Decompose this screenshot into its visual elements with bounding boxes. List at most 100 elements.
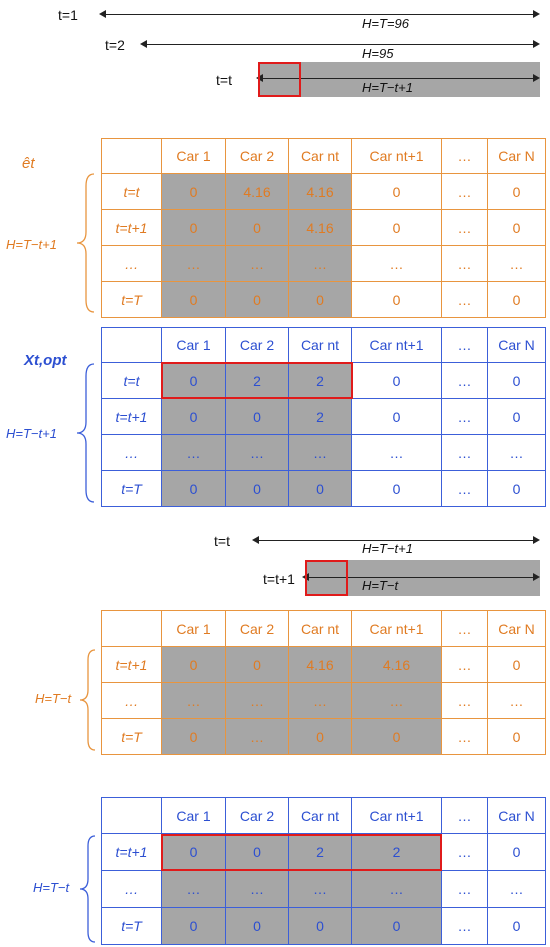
row-label: …	[101, 870, 162, 908]
table-cell: …	[441, 434, 488, 471]
table-cell: …	[288, 434, 352, 471]
brace-icon	[79, 835, 96, 943]
column-header: …	[441, 138, 488, 174]
table-cell: 0	[161, 646, 226, 683]
brace-icon	[76, 363, 95, 503]
table-cell: 0	[225, 398, 289, 435]
table-cell: 2	[225, 362, 289, 399]
table-cell: …	[441, 833, 488, 871]
table-cell: 0	[487, 398, 546, 435]
row-label: t=t+1	[101, 833, 162, 871]
table-cell: …	[288, 682, 352, 719]
row-label: t=T	[101, 281, 162, 318]
table-cell: 0	[351, 718, 442, 755]
table-cell: …	[225, 434, 289, 471]
row-label: …	[101, 434, 162, 471]
row-label: t=T	[101, 907, 162, 945]
table-cell: 2	[288, 362, 352, 399]
table-cell: 0	[288, 907, 352, 945]
table-cell: 0	[288, 718, 352, 755]
column-header: Car 2	[225, 797, 289, 834]
column-header	[101, 327, 162, 363]
table-cell: 0	[225, 470, 289, 507]
horizon-label: H=T−t	[362, 578, 399, 593]
column-header: Car 2	[225, 610, 289, 647]
horizon-band	[258, 62, 540, 97]
table-cell: …	[441, 398, 488, 435]
row-label: t=t	[101, 173, 162, 210]
arrow-left-icon	[99, 10, 106, 18]
column-header	[101, 797, 162, 834]
row-label: t=t	[101, 362, 162, 399]
column-header: Car nt	[288, 610, 352, 647]
table-cell: …	[288, 245, 352, 282]
table-cell: …	[487, 245, 546, 282]
e-symbol-label: êt	[22, 155, 35, 172]
timeline-t-label: t=t	[216, 72, 232, 88]
table-cell: …	[161, 434, 226, 471]
timeline-line	[307, 577, 536, 578]
column-header: …	[441, 327, 488, 363]
timeline-t-label: t=t+1	[263, 571, 295, 587]
table-cell: …	[225, 870, 289, 908]
table-cell: …	[441, 245, 488, 282]
table-cell: …	[351, 870, 442, 908]
table-cell: 0	[351, 281, 442, 318]
arrow-right-icon	[533, 536, 540, 544]
arrow-left-icon	[252, 536, 259, 544]
arrow-right-icon	[533, 10, 540, 18]
table-cell: 0	[351, 209, 442, 246]
table-cell: 0	[351, 362, 442, 399]
table-cell: 0	[351, 173, 442, 210]
table-row: …………………	[101, 434, 546, 471]
table-row: …………………	[101, 870, 546, 908]
table-cell: 0	[487, 833, 546, 871]
timeline-line	[145, 44, 536, 45]
column-header: Car 2	[225, 138, 289, 174]
table-cell: 0	[487, 907, 546, 945]
table-cell: …	[288, 870, 352, 908]
timeline-line	[257, 540, 536, 541]
table-cell: …	[441, 682, 488, 719]
row-label: t=T	[101, 718, 162, 755]
table-cell: 0	[225, 833, 289, 871]
table-row: …………………	[101, 682, 546, 719]
table-cell: …	[161, 870, 226, 908]
table-cell: 0	[161, 362, 226, 399]
arrow-right-icon	[533, 40, 540, 48]
table-cell: …	[487, 682, 546, 719]
timeline-t-label: t=t	[214, 533, 230, 549]
column-header: Car nt	[288, 327, 352, 363]
current-step-highlight	[161, 834, 442, 871]
table-cell: 0	[161, 718, 226, 755]
table-cell: 0	[225, 646, 289, 683]
table-cell: 0	[225, 907, 289, 945]
table-cell: 0	[288, 470, 352, 507]
table-cell: …	[225, 245, 289, 282]
table-cell: …	[351, 434, 442, 471]
table-cell: 0	[288, 281, 352, 318]
column-header: …	[441, 610, 488, 647]
table-cell: 0	[487, 209, 546, 246]
table-cell: …	[441, 470, 488, 507]
table-cell: 0	[161, 281, 226, 318]
table-cell: 0	[161, 398, 226, 435]
column-header	[101, 138, 162, 174]
table-cell: 4.16	[351, 646, 442, 683]
table-cell: 0	[161, 907, 226, 945]
table-cell: …	[441, 646, 488, 683]
horizon-label: H=T−t	[33, 880, 70, 895]
x-symbol-label: Xt,opt	[24, 352, 67, 369]
table-cell: …	[161, 245, 226, 282]
column-header: Car nt	[288, 797, 352, 834]
table-cell: …	[225, 682, 289, 719]
